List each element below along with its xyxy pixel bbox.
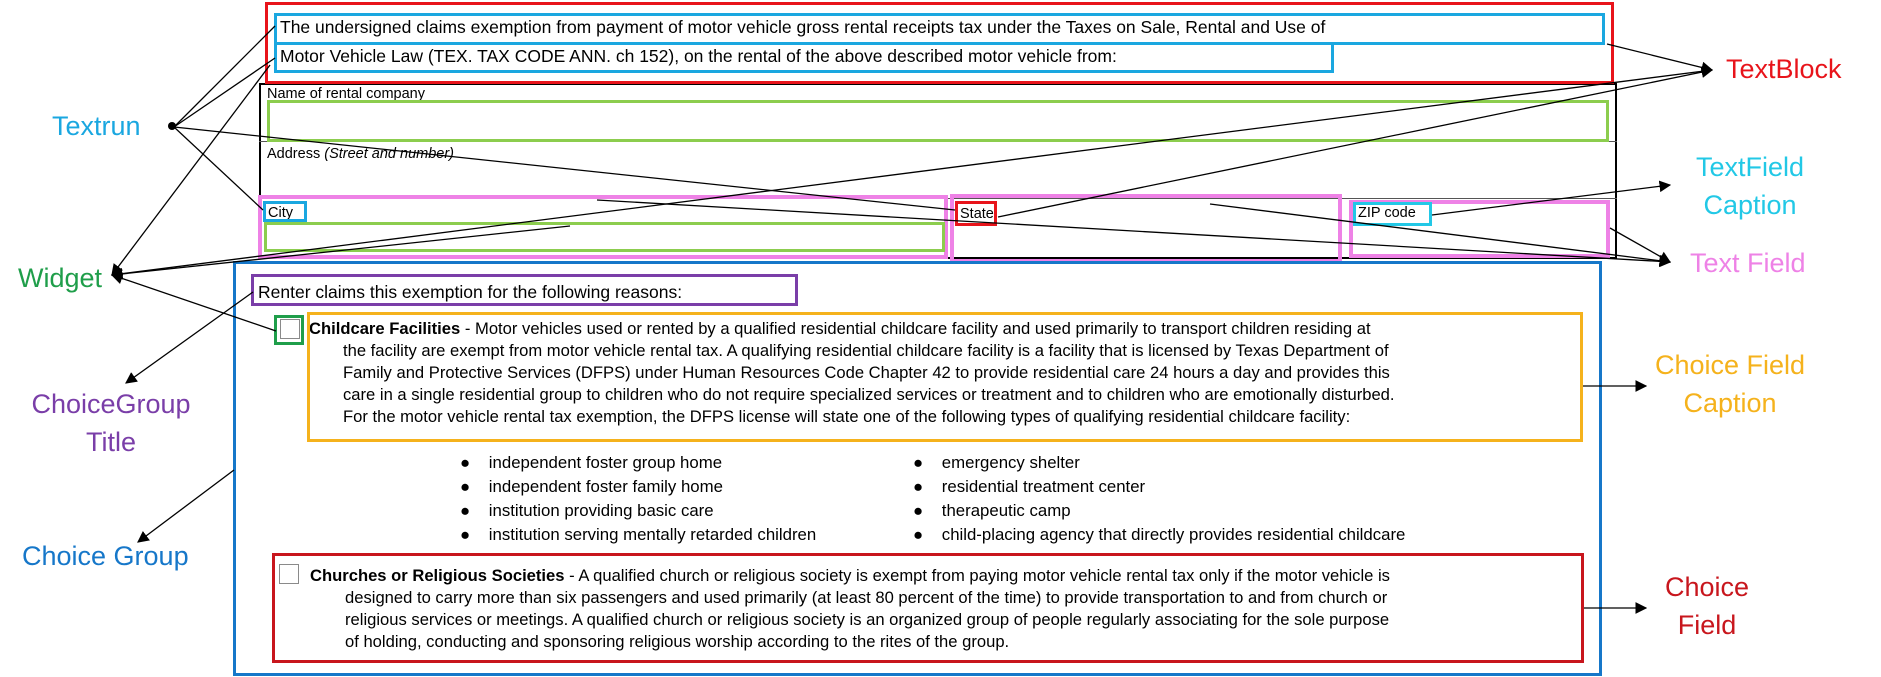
choice-field-box xyxy=(272,553,1584,663)
label-textfield-caption-1: TextField xyxy=(1695,152,1805,182)
bullet-item-text: emergency shelter xyxy=(941,453,1080,472)
childcare-widget-box xyxy=(274,315,304,345)
bullet-item: ● institution serving mentally retarded … xyxy=(460,525,817,544)
bullet-item: ● child-placing agency that directly pro… xyxy=(913,525,1406,544)
bullet-item: ● therapeutic camp xyxy=(913,501,1071,520)
bullet-item-text: independent foster family home xyxy=(488,477,723,496)
childcare-heading: Childcare Facilities xyxy=(309,319,461,338)
bullet-item: ● residential treatment center xyxy=(913,477,1146,496)
bullet-item-text: institution providing basic care xyxy=(488,501,714,520)
label-choicegroup-title-2: Title xyxy=(85,427,136,457)
bullet-list-right: ● emergency shelter ● residential treatm… xyxy=(913,451,1405,547)
bullet-item-text: independent foster group home xyxy=(488,453,723,472)
bullet-item-text: therapeutic camp xyxy=(941,501,1071,520)
church-checkbox[interactable] xyxy=(279,564,299,584)
choicegroup-title-box xyxy=(251,274,798,306)
bullet-item-text: residential treatment center xyxy=(941,477,1146,496)
church-line-1-rest: - A qualified church or religious societ… xyxy=(564,566,1390,585)
label-text-field: Text Field xyxy=(1690,248,1806,278)
childcare-line-1: Childcare Facilities - Motor vehicles us… xyxy=(309,318,1371,340)
label-textblock: TextBlock xyxy=(1726,54,1842,84)
city-caption-box xyxy=(263,201,307,222)
label-textrun: Textrun xyxy=(52,111,141,141)
childcare-line-2: the facility are exempt from motor vehic… xyxy=(343,341,1389,360)
choice-group-title: Renter claims this exemption for the fol… xyxy=(258,282,683,302)
childcare-line-4: care in a single residential group to ch… xyxy=(343,385,1395,404)
address-caption: Address (Street and number) xyxy=(267,146,454,162)
address-caption-hint: (Street and number) xyxy=(324,146,454,162)
church-heading: Churches or Religious Societies xyxy=(310,566,565,585)
label-choice-field-1: Choice xyxy=(1664,572,1750,602)
rental-company-widget-box xyxy=(267,100,1609,142)
bullet-item: ● independent foster family home xyxy=(460,477,723,496)
church-line-2: designed to carry more than six passenge… xyxy=(345,588,1388,607)
label-choice-field-caption-1: Choice Field xyxy=(1654,350,1806,380)
childcare-line-3: Family and Protective Services (DFPS) un… xyxy=(343,363,1390,382)
bullet-item: ● independent foster group home xyxy=(460,453,723,472)
state-caption-box xyxy=(955,201,997,226)
city-widget-box xyxy=(264,222,945,252)
bullet-item: ● institution providing basic care xyxy=(460,501,714,520)
label-choicegroup-title-1: ChoiceGroup xyxy=(31,389,191,419)
church-line-3: religious services or meetings. A qualif… xyxy=(345,610,1390,629)
intro-line-1: The undersigned claims exemption from pa… xyxy=(280,17,1326,37)
bullet-item-text: institution serving mentally retarded ch… xyxy=(488,525,817,544)
bullet-item: ● emergency shelter xyxy=(913,453,1080,472)
label-widget: Widget xyxy=(18,263,103,293)
zip-caption-box xyxy=(1353,202,1432,226)
textrun-box-2 xyxy=(274,42,1334,73)
intro-line-2: Motor Vehicle Law (TEX. TAX CODE ANN. ch… xyxy=(280,46,1117,66)
address-caption-main: Address xyxy=(267,146,325,162)
choice-field-caption-box xyxy=(307,312,1583,442)
label-choice-field-caption-2: Caption xyxy=(1683,388,1777,418)
church-line-1: Churches or Religious Societies - A qual… xyxy=(310,565,1390,587)
label-textfield-caption-2: Caption xyxy=(1703,190,1797,220)
childcare-checkbox[interactable] xyxy=(280,319,300,339)
state-textfield-box xyxy=(950,194,1342,263)
childcare-line-1-rest: - Motor vehicles used or rented by a qua… xyxy=(460,319,1371,338)
bullet-item-text: child-placing agency that directly provi… xyxy=(941,525,1406,544)
label-choice-field-2: Field xyxy=(1677,610,1737,640)
bullet-list-left: ● independent foster group home ● indepe… xyxy=(460,451,816,547)
label-choice-group: Choice Group xyxy=(22,541,189,571)
church-line-4: of holding, conducting and sponsoring re… xyxy=(345,632,1010,651)
childcare-line-5: For the motor vehicle rental tax exempti… xyxy=(343,407,1351,426)
textrun-box-1 xyxy=(274,13,1605,45)
